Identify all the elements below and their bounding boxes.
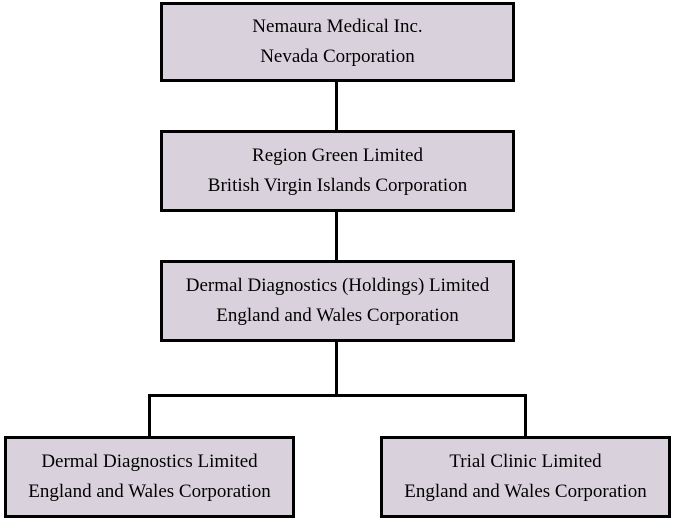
node-name: Trial Clinic Limited (449, 451, 602, 472)
node-jurisdiction: England and Wales Corporation (216, 305, 459, 326)
node-name: Dermal Diagnostics (Holdings) Limited (185, 275, 490, 296)
connector-to-dermal-diagnostics (148, 394, 151, 438)
node-jurisdiction: England and Wales Corporation (404, 481, 647, 502)
node-trial-clinic: Trial Clinic Limited England and Wales C… (380, 436, 671, 518)
connector-nemaura-region-green (335, 81, 338, 131)
node-name: Nemaura Medical Inc. (252, 16, 423, 37)
node-dermal-diagnostics: Dermal Diagnostics Limited England and W… (4, 436, 295, 518)
connector-to-trial-clinic (524, 394, 527, 438)
node-jurisdiction: Nevada Corporation (260, 46, 415, 67)
connector-region-green-dermal-holdings (335, 211, 338, 261)
connector-horizontal-bar (148, 394, 527, 397)
node-jurisdiction: British Virgin Islands Corporation (207, 175, 468, 196)
node-region-green: Region Green Limited British Virgin Isla… (160, 130, 515, 212)
node-nemaura-medical: Nemaura Medical Inc. Nevada Corporation (160, 2, 515, 82)
node-dermal-diagnostics-holdings: Dermal Diagnostics (Holdings) Limited En… (160, 260, 515, 342)
node-name: Dermal Diagnostics Limited (41, 451, 258, 472)
node-jurisdiction: England and Wales Corporation (28, 481, 271, 502)
connector-dermal-holdings-trunk (335, 341, 338, 396)
node-name: Region Green Limited (252, 145, 423, 166)
